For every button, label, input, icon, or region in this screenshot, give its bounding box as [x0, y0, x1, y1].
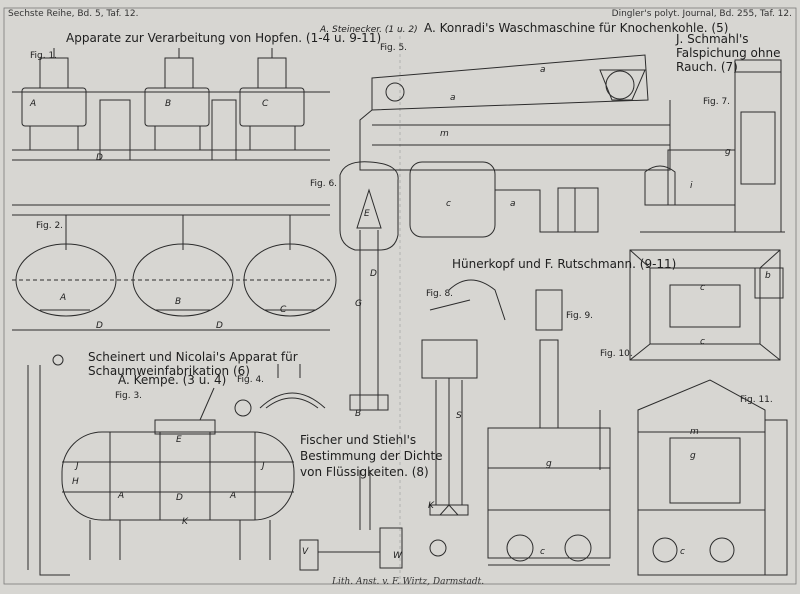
part-label: E	[364, 209, 370, 219]
part-label: D	[96, 321, 103, 331]
fig10-drawing	[629, 249, 784, 361]
part-label: g	[546, 459, 552, 469]
title-huenerkopf: Hünerkopf und F. Rutschmann. (9-11)	[452, 257, 677, 271]
title-scheinert: Scheinert und Nicolai's Apparat für Scha…	[88, 350, 298, 378]
part-label: D	[176, 493, 183, 503]
part-label: J	[76, 461, 79, 471]
part-label: A	[118, 491, 125, 501]
fig8-label: Fig. 8.	[426, 289, 454, 299]
part-label: g	[690, 451, 696, 461]
fig10-label: Fig. 10.	[600, 349, 633, 359]
part-label: B	[355, 409, 362, 419]
part-label: a	[510, 199, 516, 209]
part-label: H	[72, 477, 79, 487]
part-label: D	[216, 321, 223, 331]
fig3-drawing	[27, 354, 295, 576]
title-hopfen: Apparate zur Verarbeitung von Hopfen. (1…	[66, 31, 382, 45]
part-label: D	[370, 269, 377, 279]
part-label: B	[165, 99, 172, 109]
fig1-label: Fig. 1.	[30, 51, 58, 61]
part-label: A	[230, 491, 237, 501]
part-label: C	[262, 99, 269, 109]
part-label: a	[450, 93, 456, 103]
part-label: m	[690, 427, 699, 437]
part-label: A	[60, 293, 67, 303]
part-label: J	[262, 461, 265, 471]
part-label: c	[446, 199, 451, 209]
fig5-label: Fig. 5.	[380, 43, 408, 53]
title-steinecker: A. Steinecker. (1 u. 2)	[320, 25, 418, 35]
fig11-label: Fig. 11.	[740, 395, 773, 405]
fig1-drawing	[12, 48, 330, 161]
fig7-drawing	[640, 59, 785, 233]
fig6-label: Fig. 6.	[310, 179, 338, 189]
part-label: i	[690, 181, 693, 191]
plate-header-right: Dingler's polyt. Journal, Bd. 255, Taf. …	[611, 9, 792, 19]
fig3-pump-drawing	[299, 470, 447, 571]
fig3-label: Fig. 3.	[115, 391, 143, 401]
fig2-label: Fig. 2.	[36, 221, 64, 231]
part-label: g	[725, 147, 731, 157]
plate-header-left: Sechste Reihe, Bd. 5, Taf. 12.	[8, 9, 139, 19]
part-label: C	[280, 305, 287, 315]
part-label: c	[540, 547, 545, 557]
fig5-drawing	[359, 54, 671, 171]
fig11-drawing	[637, 379, 788, 576]
part-label: A	[30, 99, 37, 109]
fig8-drawing	[421, 279, 506, 516]
part-label: c	[700, 337, 705, 347]
part-label: m	[440, 129, 449, 139]
fig9-drawing	[487, 289, 611, 566]
part-label: K	[182, 517, 188, 527]
part-label: W	[393, 551, 402, 561]
fig6-drawing	[339, 161, 599, 411]
fig2-drawing	[12, 204, 337, 331]
part-label: D	[96, 153, 103, 163]
title-kempe: A. Kempe. (3 u. 4)	[118, 373, 227, 387]
part-label: c	[700, 283, 705, 293]
title-konradi: A. Konradi's Waschmaschine für Knochenko…	[424, 21, 729, 35]
part-label: G	[355, 299, 362, 309]
fig9-label: Fig. 9.	[566, 311, 594, 321]
part-label: K	[428, 501, 434, 511]
part-label: S	[456, 411, 462, 421]
part-label: b	[765, 271, 771, 281]
fig4-label: Fig. 4.	[237, 375, 265, 385]
title-fischer: Fischer und Stiehl's Bestimmung der Dich…	[300, 433, 443, 479]
part-label: B	[175, 297, 182, 307]
fig4-drawing	[259, 364, 326, 409]
title-schmahl: J. Schmahl's Falspichung ohne Rauch. (7)	[676, 32, 781, 74]
part-label: E	[176, 435, 182, 445]
lithographer-imprint: Lith. Anst. v. F. Wirtz, Darmstadt.	[332, 577, 485, 587]
part-label: c	[680, 547, 685, 557]
fig7-label: Fig. 7.	[703, 97, 731, 107]
part-label: V	[302, 547, 309, 557]
part-label: a	[540, 65, 546, 75]
